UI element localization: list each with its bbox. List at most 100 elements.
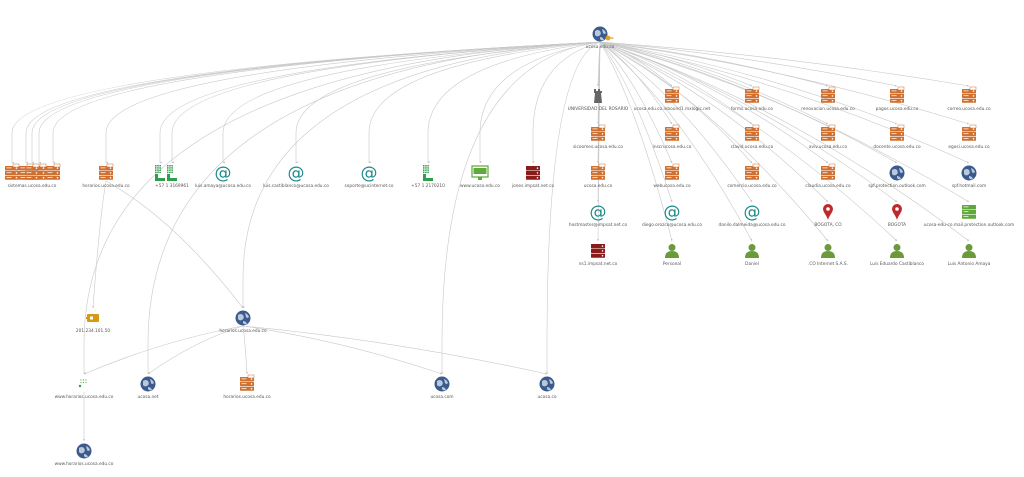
edge-arrow: [160, 161, 163, 164]
graph-node[interactable]: ucosa.net: [137, 376, 159, 401]
graph-node[interactable]: egosi.ucosa.edu.co: [948, 124, 990, 150]
graph-node[interactable]: @danilo.dalmeida@ucosa.edu.co: [718, 203, 785, 229]
graph-node[interactable]: pagos.ucosa.edu.co: [876, 86, 919, 112]
edge-line: [31, 41, 601, 163]
node-label: soporte@ucinternet.co: [344, 183, 393, 189]
node-label: pagos.ucosa.edu.co: [876, 106, 919, 112]
graph-node[interactable]: comercio.ucosa.edu.co: [727, 163, 777, 189]
graph-node[interactable]: UNIVERSIDAD DEL ROSARIO: [568, 89, 629, 112]
graph-node[interactable]: @hostmaster@impsat.net.co: [569, 203, 628, 229]
graph-node[interactable]: Daniel: [745, 244, 759, 267]
person-icon: [821, 244, 835, 258]
graph-node[interactable]: BOGOTA, CO: [814, 204, 842, 228]
edge-line: [147, 325, 244, 375]
graph-node[interactable]: BOGOTA: [888, 204, 906, 228]
graph-node[interactable]: ns1.impsat.net.co: [579, 244, 618, 267]
graph-node[interactable]: horarios.ucosa.edu.co: [223, 374, 271, 400]
graph-node[interactable]: www.horarios.ucosa.edu.co: [55, 379, 114, 400]
edge-line: [441, 41, 601, 374]
edge-line: [599, 41, 970, 242]
graph-node[interactable]: Personal: [663, 244, 681, 267]
location-pin-icon: [823, 204, 833, 220]
person-icon: [745, 244, 759, 258]
graph-node[interactable]: @luis.amaya@ucosa.edu.co: [195, 164, 251, 190]
graph-node[interactable]: [5, 163, 20, 180]
edge-line: [427, 41, 601, 163]
graph-node[interactable]: [46, 163, 61, 180]
edge-arrow: [546, 371, 549, 374]
graph-node[interactable]: ucosa.edu.co: [584, 163, 613, 189]
graph-node[interactable]: horarios.ucosa.edu.co: [82, 163, 130, 189]
phone-icon: [423, 165, 433, 181]
graph-node[interactable]: @soporte@ucinternet.co: [344, 164, 393, 190]
graph-node[interactable]: 201.234.101.50: [76, 314, 110, 334]
dns-icon: [591, 244, 605, 258]
node-label: correo.ucosa.edu.co: [947, 106, 991, 112]
graph-node[interactable]: www.ucosa.edu.co: [460, 165, 500, 189]
edge-arrow: [966, 200, 969, 202]
node-label: UNIVERSIDAD DEL ROSARIO: [568, 106, 629, 112]
graph-node[interactable]: +57 1 2170210: [411, 165, 445, 189]
node-label: spf.hotmail.com: [952, 183, 986, 189]
graph-node[interactable]: clavid.ucosa.edu.co: [731, 124, 774, 150]
node-label: luis.amaya@ucosa.edu.co: [195, 183, 251, 189]
graph-node[interactable]: Luis Eduardo Castiblanco: [870, 244, 924, 267]
node-label: ucosa.com: [430, 395, 453, 400]
graph-node[interactable]: sicoomes.ucosa.edu.co: [573, 124, 623, 150]
graph-node[interactable]: horarios.ucosa.edu.co: [219, 310, 267, 335]
edge-line: [92, 180, 107, 309]
server-icon: [46, 163, 61, 180]
node-label: 201.234.101.50: [76, 328, 110, 334]
edge-arrow: [966, 161, 969, 164]
edge-arrow: [84, 372, 87, 375]
edge-arrow: [670, 199, 673, 202]
graph-node[interactable]: jones.impsat.net.co: [511, 166, 555, 189]
graph-node[interactable]: spf.protection.outlook.com: [868, 165, 926, 190]
graph-node[interactable]: ucosa-edu-co.mail.protection.outlook.com: [924, 205, 1014, 228]
edge-arrow: [296, 161, 299, 163]
email-icon: @: [590, 203, 607, 223]
server-icon: [821, 163, 836, 180]
node-label: danilo.dalmeida@ucosa.edu.co: [718, 222, 785, 228]
svg-text:@: @: [664, 203, 681, 223]
graph-node[interactable]: +57 1 3169961: [155, 165, 189, 189]
edge-arrow: [894, 199, 897, 202]
graph-node[interactable]: sistemas.ucosa.edu.co: [8, 163, 57, 189]
graph-node[interactable]: ucosa.com: [430, 376, 454, 401]
edge-arrow: [53, 161, 56, 164]
svg-text:@: @: [590, 203, 607, 223]
node-label: jones.impsat.net.co: [511, 183, 555, 189]
node-label: forms.ucosa.edu.co: [731, 106, 773, 112]
graph-node[interactable]: aviv.ucosa.edu.co: [809, 124, 848, 150]
graph-node[interactable]: @diego.orozco@ucosa.edu.co: [642, 203, 702, 229]
edge-arrow: [825, 238, 828, 241]
node-label: www.horarios.ucosa.edu.co: [55, 394, 114, 400]
graph-node[interactable]: ucosa.edu.co: [586, 26, 615, 51]
graph-node[interactable]: ucosa.co: [538, 376, 557, 401]
graph-node[interactable]: correo.ucosa.edu.co: [947, 86, 991, 112]
node-label: Luis Antonio Amaya: [948, 261, 991, 267]
graph-node[interactable]: spf.hotmail.com: [952, 165, 986, 190]
graph-node[interactable]: ucosa.edu.co.inbound1.mxlogic.net: [634, 86, 711, 112]
graph-node[interactable]: .CO Internet S.A.S.: [808, 244, 848, 267]
edge-arrow: [894, 161, 897, 163]
edge-line: [597, 41, 601, 242]
graph-node[interactable]: [155, 165, 165, 181]
node-label: ucosa-edu-co.mail.protection.outlook.com: [924, 222, 1014, 228]
graph-node[interactable]: webucosa.edu.co: [653, 163, 691, 189]
graph-node[interactable]: renovacion.ucosa.edu.co: [801, 86, 855, 112]
graph-node[interactable]: docente.ucosa.edu.co: [873, 124, 921, 150]
graph-node[interactable]: forms.ucosa.edu.co: [731, 86, 773, 112]
graph-node[interactable]: Luis Antonio Amaya: [948, 244, 991, 267]
edge-arrow: [480, 160, 482, 163]
edge-arrow: [441, 371, 444, 374]
graph-node[interactable]: www.horarios.ucosa.edu.co: [55, 443, 114, 468]
server-icon: [665, 124, 680, 141]
edge-line: [599, 41, 970, 125]
graph-node[interactable]: @luis.castiblanco@ucosa.edu.co: [263, 164, 329, 190]
graph-node[interactable]: claudia.ucosa.edu.co: [805, 163, 851, 189]
edge-line: [52, 41, 601, 163]
edge-line: [599, 41, 829, 87]
graph-node[interactable]: inscrucosa.edu.co: [653, 124, 692, 150]
edge-arrow: [596, 239, 600, 241]
